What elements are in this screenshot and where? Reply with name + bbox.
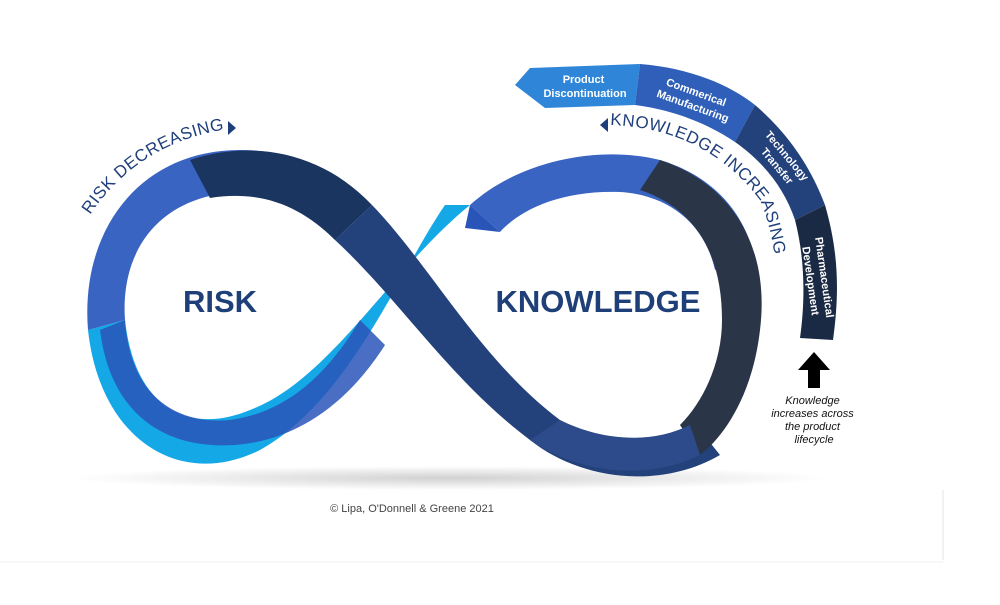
knowledge-label: KNOWLEDGE bbox=[496, 284, 701, 319]
knowledge-arc-arrow-icon bbox=[600, 118, 608, 132]
lifecycle-segment-pharmaceutical-development bbox=[795, 205, 837, 340]
right-loop-bottom bbox=[530, 420, 700, 471]
lifecycle-segment-technology-transfer bbox=[735, 105, 825, 220]
floor-shadow bbox=[70, 466, 830, 490]
risk-label: RISK bbox=[183, 284, 258, 319]
left-loop-inner bbox=[100, 320, 385, 446]
left-loop-top bbox=[190, 150, 372, 240]
lifecycle-segment-product-discontinuation bbox=[515, 64, 640, 108]
right-loop-dark bbox=[640, 160, 762, 455]
right-loop-chevron bbox=[465, 205, 500, 232]
risk-arc-arrow-icon bbox=[228, 121, 236, 135]
lifecycle-segment-commercial-manufacturing bbox=[635, 64, 755, 142]
stage-product-discontinuation: Product Discontinuation bbox=[543, 74, 626, 100]
lifecycle-note: Knowledge increases across the product l… bbox=[771, 395, 857, 446]
copyright-text: © Lipa, O'Donnell & Greene 2021 bbox=[330, 503, 494, 515]
arrow-up-icon bbox=[798, 352, 830, 388]
